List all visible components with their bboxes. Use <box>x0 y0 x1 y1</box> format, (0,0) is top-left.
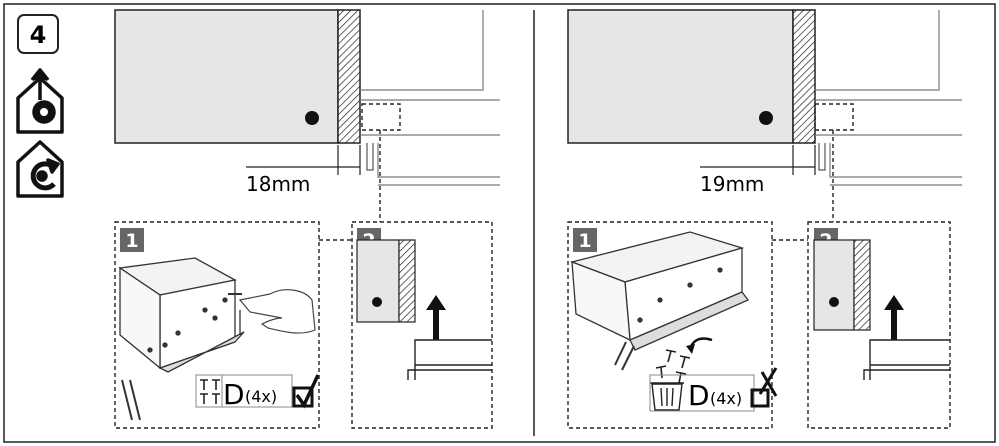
screw-qty-label: (4x) <box>710 389 742 408</box>
arrow-up-icon <box>884 295 904 340</box>
detail-highlight <box>361 103 401 131</box>
trash-bin-icon <box>650 382 684 411</box>
outer-frame <box>3 3 996 443</box>
screw-qty-label: (4x) <box>245 387 277 406</box>
wall-outline <box>360 10 484 91</box>
svg-text:1: 1 <box>125 230 138 252</box>
hand-icon <box>238 289 316 334</box>
hood-3d-view <box>118 257 245 421</box>
detail-highlight <box>814 103 854 131</box>
detail-2-frame <box>351 221 493 429</box>
arrow-up-icon <box>426 295 446 340</box>
detail-1-frame <box>567 221 773 429</box>
duct-out-icon <box>16 68 64 134</box>
recirculation-icon <box>16 140 64 198</box>
svg-text:1: 1 <box>578 230 591 252</box>
right-panel: 19mm 1 <box>567 9 962 429</box>
detail-1-frame <box>114 221 320 429</box>
falling-screws <box>655 349 691 384</box>
screw-type-label: D <box>223 378 245 411</box>
hood-3d-view <box>569 231 750 371</box>
step-number: 4 <box>30 21 47 49</box>
cabinet-side-wall <box>792 9 816 144</box>
hood-outline <box>377 143 500 178</box>
checkmark-icon <box>292 374 320 409</box>
cross-icon <box>750 367 778 408</box>
screw-type-label: D <box>688 379 710 412</box>
detail-2-frame <box>807 221 951 429</box>
reference-dot <box>305 111 319 125</box>
detail-1-badge <box>120 228 144 252</box>
cabinet-side-wall <box>337 9 361 144</box>
step-number-badge: 4 <box>17 14 59 54</box>
left-panel: 18mm 1 <box>114 9 500 429</box>
reference-dot <box>759 111 773 125</box>
detail-1-badge <box>573 228 597 252</box>
cabinet-body <box>114 9 339 144</box>
dimension-label: 18mm <box>246 172 310 196</box>
screws-icon <box>195 374 223 408</box>
cabinet-body <box>567 9 794 144</box>
dimension-label: 19mm <box>700 172 764 196</box>
